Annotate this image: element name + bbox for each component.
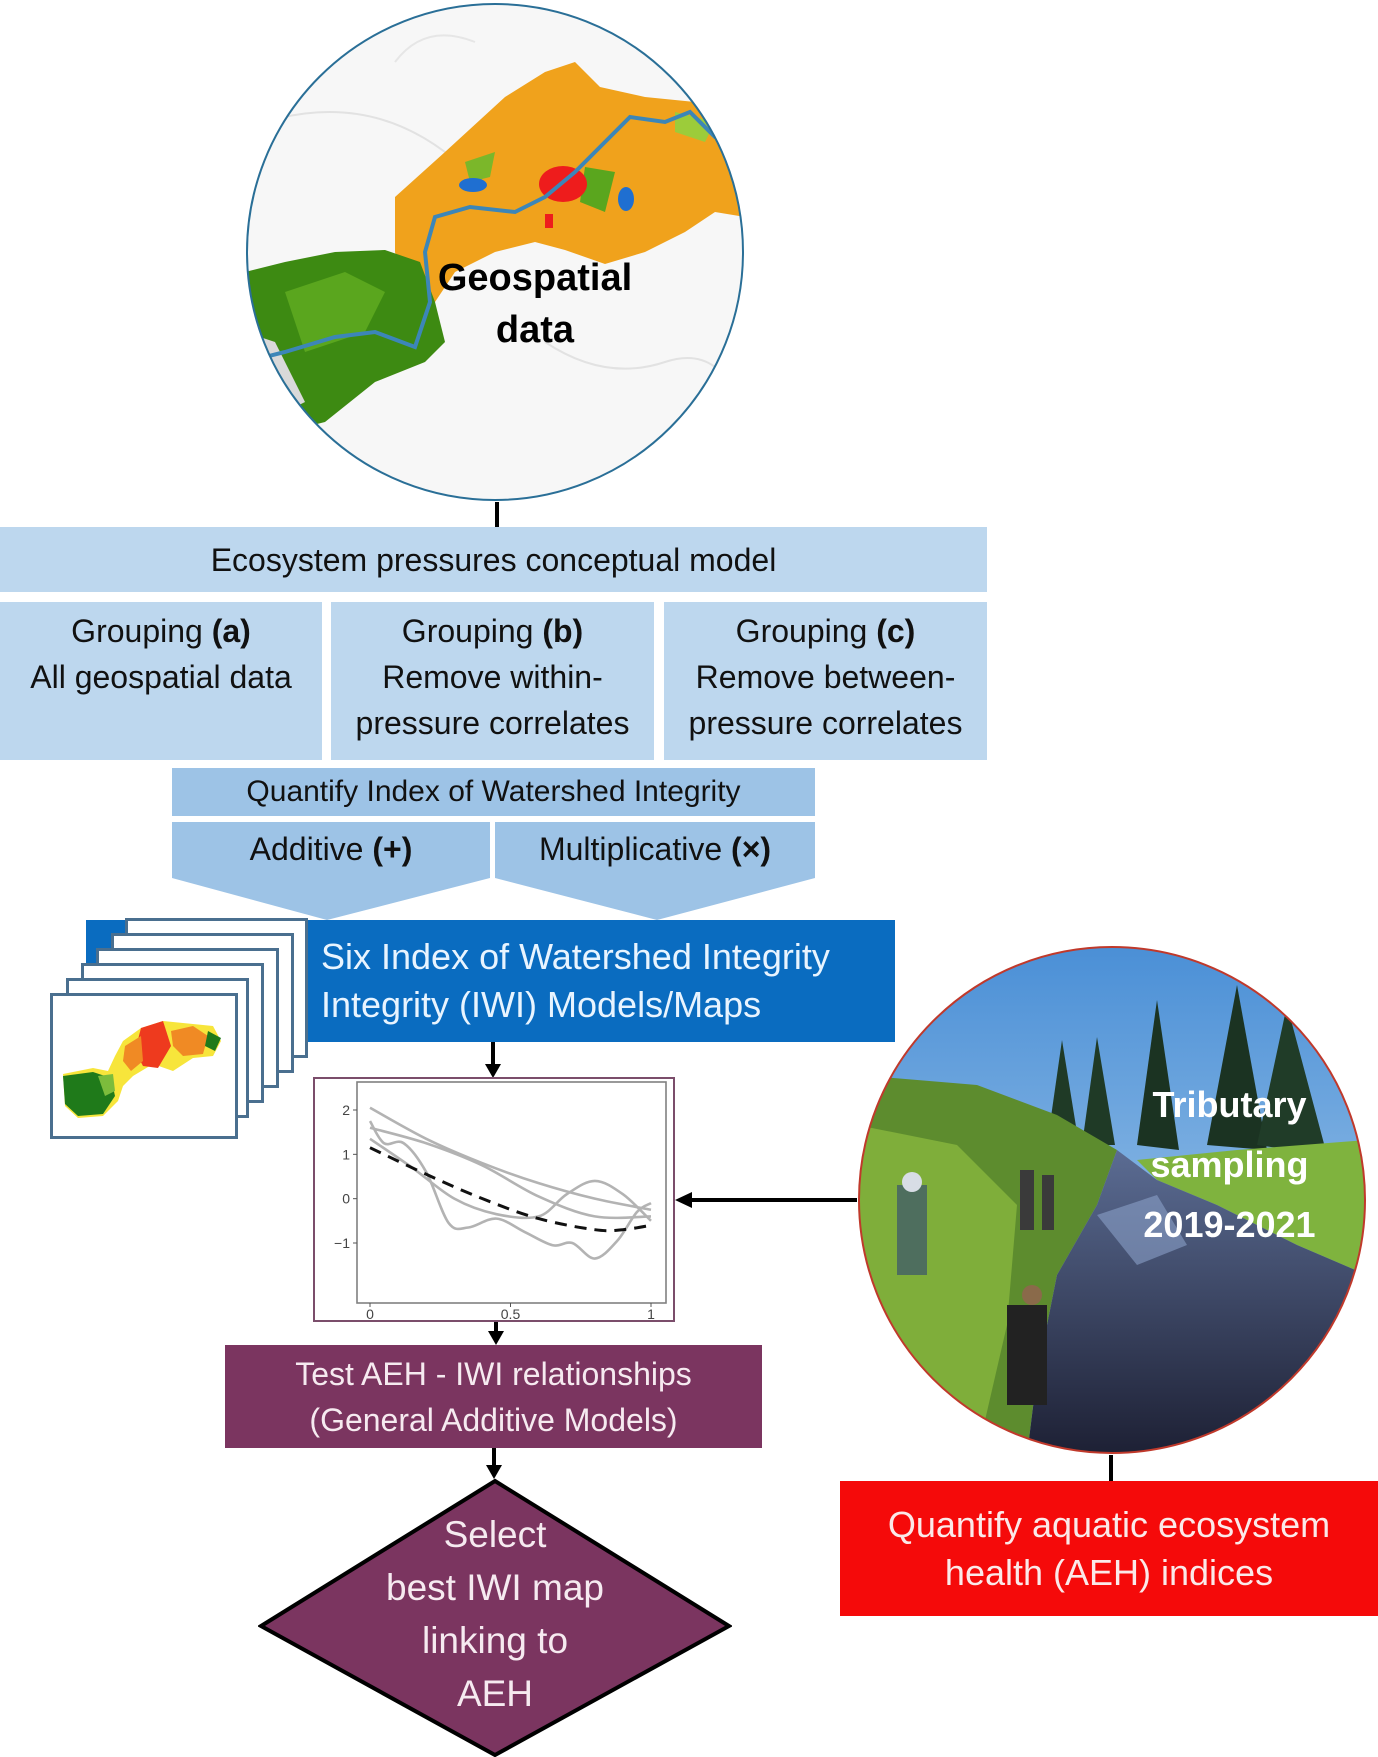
iwi-map-page-front (50, 993, 238, 1139)
decision-line3: linking to (421, 1620, 569, 1661)
decision-diamond (258, 1478, 732, 1757)
chart-y-tick-label: −1 (334, 1235, 350, 1251)
connector-gam-to-decision (492, 1448, 496, 1468)
decision-text: Select best IWI map linking to AEH (295, 1508, 695, 1720)
arrowhead-chart-to-gam (488, 1331, 504, 1345)
chart-series-model-3 (369, 1137, 652, 1222)
chart-x-tick-label: 1 (647, 1306, 655, 1322)
sampling-label: Tributary sampling 2019-2021 (1107, 1075, 1352, 1255)
decision-line4: AEH (456, 1673, 534, 1714)
iwi-method-chevrons (172, 822, 815, 920)
gam-test-line1: Test AEH - IWI relationships (295, 1355, 692, 1392)
quantify-iwi-title: Quantify Index of Watershed Integrity (246, 775, 741, 808)
multiplicative-chevron (495, 822, 815, 920)
chart-x-tick-label: 0.5 (501, 1306, 521, 1322)
connector-sampling-to-aeh (1109, 1455, 1113, 1481)
gam-test-line2: (General Additive Models) (309, 1401, 678, 1438)
iwi-map-thumbnail (63, 1021, 221, 1118)
multiplicative-symbol: (×) (731, 831, 772, 867)
additive-symbol: (+) (372, 831, 413, 867)
iwi-models-line2: Integrity (IWI) Models/Maps (321, 984, 762, 1025)
geospatial-label-line1: Geospatial (437, 257, 633, 299)
sampling-label-line1: Tributary (1152, 1084, 1307, 1125)
decision-line1: Select (443, 1514, 547, 1555)
chart-series-model-4 (368, 1120, 652, 1260)
chart-series-model-1 (369, 1106, 652, 1212)
connector-sampling-to-chart (690, 1198, 857, 1202)
connector-geospatial-to-model (495, 502, 499, 527)
arrowhead-sampling-to-chart (675, 1192, 692, 1208)
chart-series-mean-fit (369, 1146, 652, 1233)
aeh-indices-box: Quantify aquatic ecosystem health (AEH) … (840, 1481, 1378, 1616)
grouping-a-desc: All geospatial data (30, 659, 292, 695)
chart-plot-panel (356, 1081, 667, 1304)
arrowhead-models-to-chart (485, 1064, 501, 1078)
sampling-label-line2: sampling (1150, 1144, 1309, 1185)
additive-chevron (172, 822, 490, 920)
gam-test-box: Test AEH - IWI relationships (General Ad… (225, 1345, 762, 1448)
chart-y-tick-label: 1 (342, 1146, 350, 1162)
iwi-models-line1: Six Index of Watershed Integrity (321, 936, 830, 977)
arrowhead-gam-to-decision (486, 1465, 502, 1479)
sampling-photo-image (858, 946, 1366, 1454)
grouping-c-desc-line2: pressure correlates (688, 705, 963, 741)
grouping-c-box: Grouping (c) Remove between- pressure co… (664, 602, 987, 760)
geospatial-label-line2: data (495, 309, 575, 351)
gam-chart: 2 1 0 −1 0 0.5 1 (334, 1081, 667, 1322)
geospatial-label: Geospatial data (405, 252, 665, 356)
sampling-label-line3: 2019-2021 (1143, 1204, 1316, 1245)
grouping-a-box: Grouping (a) All geospatial data (0, 602, 322, 760)
grouping-b-title: Grouping (b) (401, 613, 584, 649)
geospatial-data-circle: Geospatial data (245, 2, 745, 502)
grouping-b-desc-line1: Remove within- (382, 659, 603, 695)
chart-x-tick-label: 0 (366, 1306, 374, 1322)
connector-chart-to-gam (494, 1322, 498, 1334)
multiplicative-label: Multiplicative (×) (538, 831, 772, 867)
decision-line2: best IWI map (386, 1567, 604, 1608)
grouping-b-box: Grouping (b) Remove within- pressure cor… (331, 602, 654, 760)
grouping-b-desc-line2: pressure correlates (355, 705, 630, 741)
grouping-c-title: Grouping (c) (735, 613, 916, 649)
conceptual-model-header: Ecosystem pressures conceptual model (0, 527, 987, 592)
chart-y-tick-label: 2 (342, 1102, 350, 1118)
quantify-iwi-header: Quantify Index of Watershed Integrity (172, 768, 815, 816)
aeh-line1: Quantify aquatic ecosystem (887, 1503, 1331, 1545)
aeh-line2: health (AEH) indices (944, 1551, 1274, 1593)
tributary-sampling-circle: Tributary sampling 2019-2021 (857, 945, 1367, 1455)
grouping-a-title: Grouping (a) (71, 613, 251, 649)
conceptual-model-title: Ecosystem pressures conceptual model (210, 541, 777, 578)
chart-y-tick-label: 0 (342, 1191, 350, 1207)
geospatial-map-image (246, 3, 744, 501)
connector-models-to-chart (491, 1042, 495, 1067)
grouping-c-desc-line1: Remove between- (695, 659, 956, 695)
additive-label: Additive (+) (249, 831, 413, 867)
chart-series-model-2 (369, 1126, 652, 1220)
